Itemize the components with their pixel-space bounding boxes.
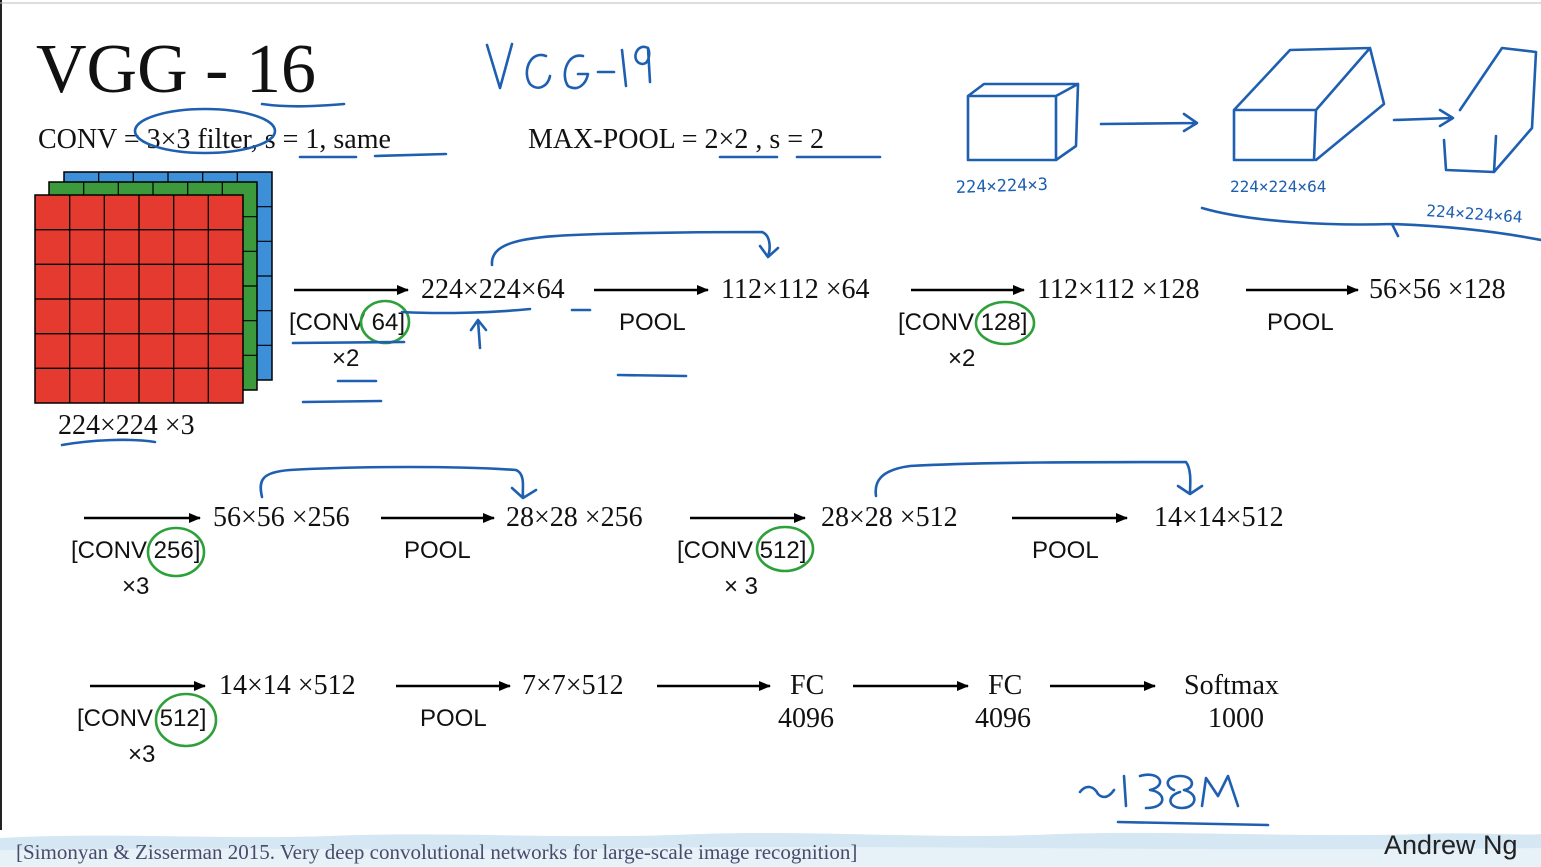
row2-conv-mult: ×3	[122, 573, 150, 600]
row1-pool2-op: POOL	[1267, 309, 1334, 336]
row1-node-2: 112×112 ×64	[721, 274, 870, 305]
row1-conv-mult: ×2	[332, 345, 360, 372]
input-rgb-volume	[34, 171, 273, 404]
row3-node-1: 14×14 ×512	[219, 670, 356, 701]
row1-node-3: 112×112 ×128	[1037, 274, 1200, 305]
citation: [Simonyan & Zisserman 2015. Very deep co…	[16, 840, 858, 864]
row1-conv2-mult: ×2	[948, 345, 976, 372]
maxpool-definition: MAX-POOL = 2×2 , s = 2	[528, 124, 825, 155]
row3-fc1-units: 4096	[778, 703, 834, 734]
row2-node-4: 14×14×512	[1154, 502, 1284, 533]
row2-conv2-op: [CONV 512]	[677, 537, 807, 564]
row3-fc2-label: FC	[988, 670, 1023, 701]
svg-text:224×224×64: 224×224×64	[1426, 201, 1523, 227]
vgg19-scribble	[485, 42, 652, 90]
row1-conv2-op: [CONV 128]	[898, 309, 1028, 336]
row2-conv-op: [CONV 256]	[71, 537, 201, 564]
input-size-label: 224×224 ×3	[58, 410, 195, 441]
sketch-dimension-scribbles: 224×224×3 224×224×64 224×224×64	[955, 175, 1523, 227]
row1-pool-op: POOL	[619, 309, 686, 336]
slide-title: VGG - 16	[36, 31, 316, 108]
row3-conv-op: [CONV 512]	[77, 705, 207, 732]
red-channel	[34, 194, 244, 404]
author-credit: Andrew Ng	[1384, 830, 1518, 860]
footer-band	[0, 832, 1541, 867]
row3-pool-op: POOL	[420, 705, 487, 732]
conv-definition: CONV = 3×3 filter, s = 1, same	[38, 124, 391, 155]
row2-node-3: 28×28 ×512	[821, 502, 958, 533]
svg-text:224×224×64: 224×224×64	[1230, 177, 1326, 196]
row2-pool2-op: POOL	[1032, 537, 1099, 564]
row3-softmax-label: Softmax	[1184, 670, 1279, 701]
row1-node-4: 56×56 ×128	[1369, 274, 1506, 305]
row1-node-1: 224×224×64	[421, 274, 565, 305]
svg-text:224×224×3: 224×224×3	[955, 175, 1048, 198]
row2-node-2: 28×28 ×256	[506, 502, 643, 533]
row2-node-1: 56×56 ×256	[213, 502, 350, 533]
row3-node-2: 7×7×512	[522, 670, 624, 701]
row2-pool-op: POOL	[404, 537, 471, 564]
row3-fc2-units: 4096	[975, 703, 1031, 734]
row3-fc1-label: FC	[790, 670, 825, 701]
row2-conv2-mult: × 3	[724, 573, 759, 600]
row1-conv-op: [CONV 64]	[289, 309, 406, 336]
row3-conv-mult: ×3	[128, 741, 156, 768]
row3-softmax-units: 1000	[1208, 703, 1264, 734]
